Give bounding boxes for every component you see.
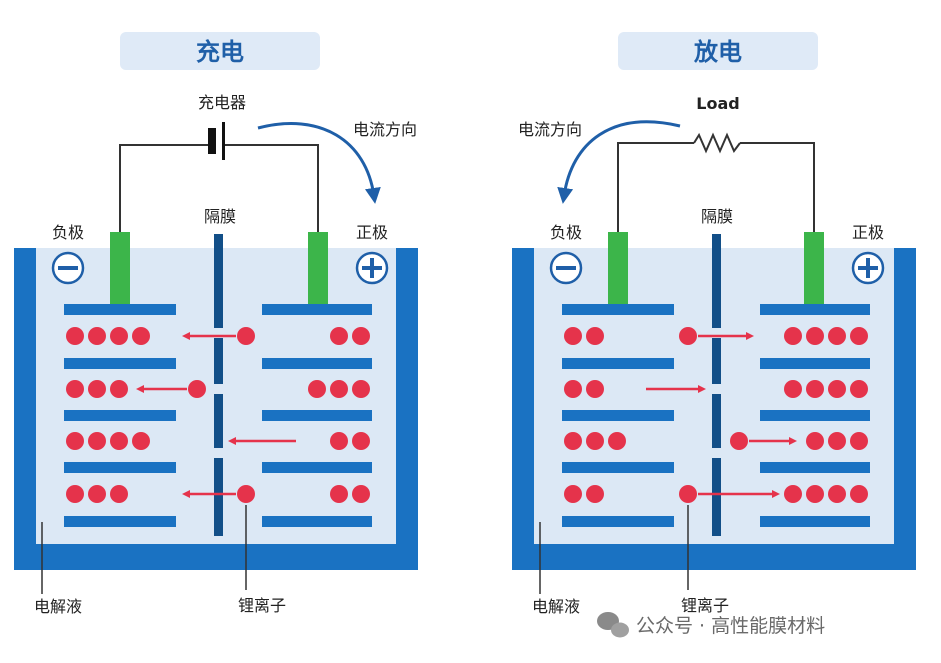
charge-anode-plates bbox=[64, 304, 176, 527]
discharge-cathode-plates bbox=[760, 304, 870, 527]
discharge-anode-terminal bbox=[608, 232, 628, 304]
load-label: Load bbox=[696, 94, 739, 113]
charge-cathode-terminal bbox=[308, 232, 328, 304]
discharge-wire bbox=[617, 132, 815, 232]
charge-pointer-lines bbox=[41, 505, 247, 594]
charger-battery-icon bbox=[208, 122, 225, 160]
charge-electrolyte-label: 电解液 bbox=[34, 597, 82, 616]
charge-anode-terminal bbox=[110, 232, 130, 304]
charge-title: 充电 bbox=[196, 38, 244, 66]
discharge-cathode-label: 正极 bbox=[852, 223, 884, 242]
charge-current-label: 电流方向 bbox=[353, 120, 417, 139]
charge-plus-icon bbox=[355, 251, 389, 285]
discharge-anode-label: 负极 bbox=[550, 223, 582, 242]
charge-minus-icon bbox=[51, 251, 85, 285]
charge-cathode-label: 正极 bbox=[356, 223, 388, 242]
discharge-anode-plates bbox=[562, 304, 674, 527]
charger-label: 充电器 bbox=[198, 93, 246, 112]
discharge-electrolyte-label: 电解液 bbox=[532, 597, 580, 616]
charge-ion-label: 锂离子 bbox=[238, 596, 286, 615]
discharge-pointer-lines bbox=[539, 505, 689, 594]
wechat-icon bbox=[597, 612, 629, 638]
discharge-ion-label: 锂离子 bbox=[681, 596, 729, 615]
discharge-ion-arrows bbox=[646, 332, 797, 498]
discharge-separator-label: 隔膜 bbox=[701, 207, 733, 226]
charge-anode-label: 负极 bbox=[52, 223, 84, 242]
discharge-minus-icon bbox=[549, 251, 583, 285]
discharge-title: 放电 bbox=[693, 38, 742, 66]
resistor-icon bbox=[693, 132, 741, 154]
charge-wire bbox=[119, 144, 319, 232]
discharge-ions bbox=[564, 327, 868, 503]
charge-current-arrow bbox=[257, 122, 381, 204]
discharge-title-box bbox=[618, 32, 818, 70]
charge-separator bbox=[214, 234, 223, 536]
charge-panel: 充电 充电器 电流方向 负极 隔膜 正极 bbox=[14, 32, 418, 616]
discharge-current-arrow bbox=[557, 120, 681, 204]
discharge-panel: 放电 Load 电流方向 负极 隔膜 正极 bbox=[512, 32, 916, 616]
watermark: 公众号 · 高性能膜材料 bbox=[597, 612, 825, 638]
discharge-current-label: 电流方向 bbox=[518, 120, 582, 139]
charge-ion-arrows bbox=[136, 332, 296, 498]
discharge-separator bbox=[712, 234, 721, 536]
charge-title-box bbox=[120, 32, 320, 70]
watermark-text: 公众号 · 高性能膜材料 bbox=[636, 615, 825, 637]
discharge-plus-icon bbox=[851, 251, 885, 285]
charge-separator-label: 隔膜 bbox=[204, 207, 236, 226]
charge-cathode-plates bbox=[262, 304, 372, 527]
charge-ions bbox=[66, 327, 370, 503]
discharge-cathode-terminal bbox=[804, 232, 824, 304]
